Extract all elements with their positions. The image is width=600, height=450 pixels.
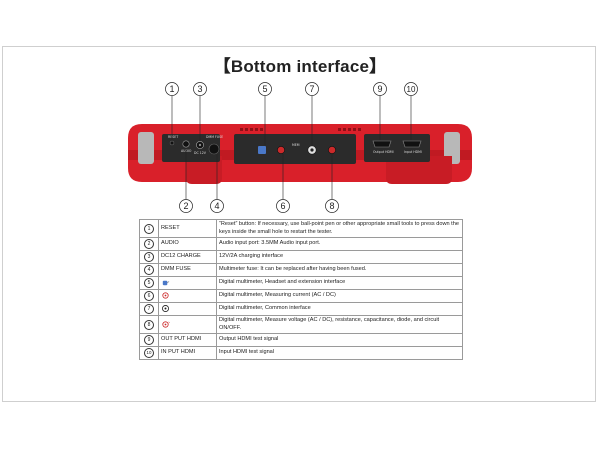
multimeter-panel: MEM [234, 134, 356, 164]
callout-7: 7 [305, 82, 319, 96]
row-label: AUDIO [158, 237, 217, 252]
row-description: Output HDMI test signal [216, 333, 463, 348]
row-description: Digital multimeter, Common interface [216, 302, 463, 317]
row-number: 2 [144, 239, 154, 250]
row-number: 3 [144, 252, 154, 263]
svg-text:7: 7 [309, 84, 314, 94]
table-row: 10 IN PUT HDMI Input HDMI test signal [139, 346, 463, 361]
audio-port[interactable] [182, 140, 190, 148]
common-jack-icon [162, 305, 169, 313]
row-number: 1 [144, 223, 154, 234]
callout-3: 3 [193, 82, 207, 96]
output-hdmi-label: Output HDMI [373, 150, 394, 154]
row-number: 10 [144, 348, 154, 359]
current-jack-icon [162, 292, 169, 299]
callout-6: 6 [276, 199, 290, 213]
dmm-fuse-holder[interactable] [208, 143, 220, 155]
callouts: 1 3 5 7 9 10 2 4 [165, 82, 418, 213]
row-description: Digital multimeter, Measure voltage (AC … [216, 315, 463, 335]
dc-pin [198, 143, 202, 147]
fuse-label: DMM FUSE [206, 135, 223, 139]
voltage-jack[interactable] [328, 146, 336, 154]
row-number: 5 [144, 278, 154, 289]
row-number: 6 [144, 291, 154, 302]
row-label: DC12 CHARGE [158, 250, 217, 265]
left-grip [138, 132, 154, 164]
row-number: 4 [144, 265, 154, 276]
headset-jack-icon [162, 281, 170, 286]
row-number: 7 [144, 304, 154, 315]
svg-text:6: 6 [280, 201, 285, 211]
common-jack-center [310, 148, 314, 152]
callout-1: 1 [165, 82, 179, 96]
left-port-panel: RESET AUDIO DC 12V DMM FUSE [162, 134, 223, 162]
callout-9: 9 [373, 82, 387, 96]
table-row: 7 Digital multimeter, Common interface [139, 302, 463, 317]
dc-label: DC 12V [194, 151, 207, 155]
svg-text:5: 5 [262, 84, 267, 94]
interface-spec-table: 1 RESET “Reset” button: If necessary, us… [139, 218, 463, 361]
row-description: Digital multimeter, Headset and extensio… [216, 276, 463, 291]
left-foot [186, 156, 222, 184]
row-label: IN PUT HDMI [158, 346, 217, 361]
table-row: 6 Digital multimeter, Measuring current … [139, 289, 463, 304]
table-row: 3 DC12 CHARGE 12V/2A charging interface [139, 250, 463, 265]
mem-label: MEM [292, 143, 300, 147]
table-row: 5 Digital multimeter, Headset and extens… [139, 276, 463, 291]
output-hdmi-port[interactable] [372, 140, 392, 148]
row-description: Input HDMI test signal [216, 346, 463, 361]
leader-lines [171, 96, 412, 199]
svg-text:9: 9 [377, 84, 382, 94]
headset-extension-jack[interactable] [258, 146, 266, 154]
row-description: Audio input port: 3.5MM Audio input port… [216, 237, 463, 252]
callout-2: 2 [179, 199, 193, 213]
table-row: 8 Digital multimeter, Measure voltage (A… [139, 315, 463, 335]
table-row: 2 AUDIO Audio input port: 3.5MM Audio in… [139, 237, 463, 252]
row-description: Digital multimeter, Measuring current (A… [216, 289, 463, 304]
row-number: 9 [144, 335, 154, 346]
voltage-jack-icon [162, 321, 170, 328]
table-row: 4 DMM FUSE Multimeter fuse: It can be re… [139, 263, 463, 278]
dmm-panel-plate [234, 134, 356, 164]
reset-label: RESET [168, 135, 178, 139]
reset-hole[interactable] [169, 140, 175, 146]
right-foot [386, 156, 452, 184]
callout-8: 8 [325, 199, 339, 213]
svg-text:3: 3 [197, 84, 202, 94]
row-description: Multimeter fuse: It can be replaced afte… [216, 263, 463, 278]
image-frame [2, 46, 596, 402]
callout-4: 4 [210, 199, 224, 213]
svg-text:1: 1 [169, 84, 174, 94]
svg-text:8: 8 [329, 201, 334, 211]
hdmi-panel: Output HDMI Input HDMI [364, 134, 430, 162]
callout-10: 10 [404, 82, 418, 96]
row-description: “Reset” button: If necessary, use ball-p… [216, 218, 463, 239]
vent-slots-right [338, 128, 361, 131]
input-hdmi-label: Input HDMI [404, 150, 422, 154]
svg-text:10: 10 [407, 85, 416, 94]
page-title: 【Bottom interface】 [213, 57, 387, 76]
table-row: 1 RESET “Reset” button: If necessary, us… [139, 218, 463, 239]
svg-text:4: 4 [214, 201, 219, 211]
row-label: RESET [158, 218, 217, 239]
row-label: DMM FUSE [158, 263, 217, 278]
vent-slots-left [240, 128, 263, 131]
left-panel-plate [162, 134, 220, 162]
hdmi-panel-plate [364, 134, 430, 162]
current-jack[interactable] [277, 146, 285, 154]
callout-5: 5 [258, 82, 272, 96]
audio-label: AUDIO [181, 149, 192, 153]
table-row: 9 OUT PUT HDMI Output HDMI test signal [139, 333, 463, 348]
svg-text:2: 2 [183, 201, 188, 211]
row-label: OUT PUT HDMI [158, 333, 217, 348]
input-hdmi-port[interactable] [402, 140, 422, 148]
row-number: 8 [144, 319, 154, 330]
row-description: 12V/2A charging interface [216, 250, 463, 265]
